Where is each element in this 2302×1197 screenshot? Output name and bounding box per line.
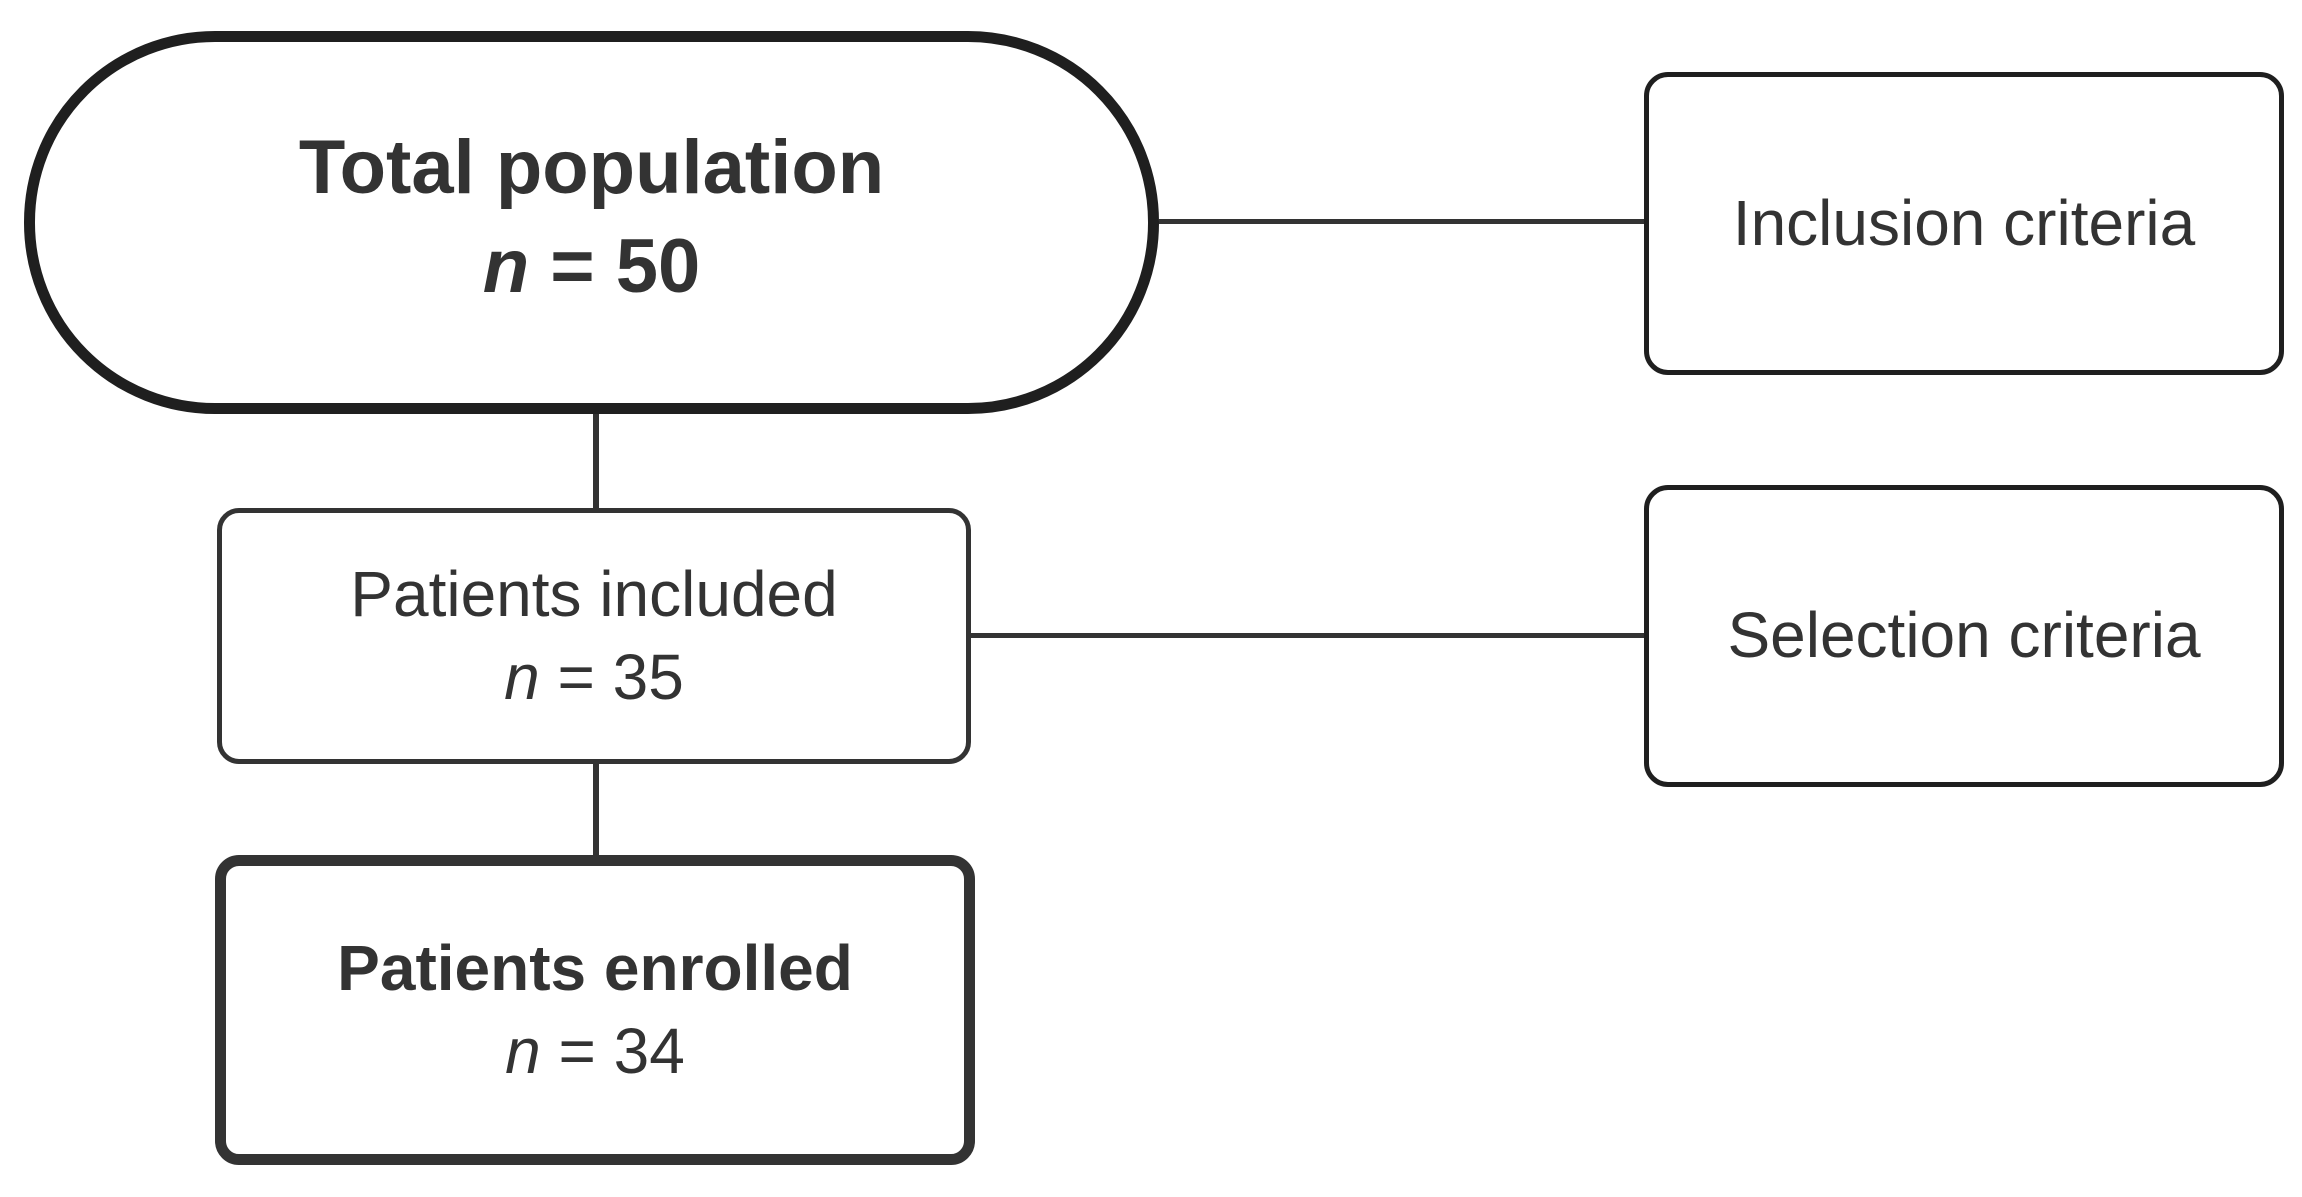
- total-population-node: Total population n = 50: [24, 31, 1159, 414]
- patients-enrolled-count-value: = 34: [540, 1015, 685, 1087]
- total-population-count: n = 50: [483, 218, 701, 317]
- connector-included-to-enrolled: [593, 764, 599, 855]
- selection-criteria-node: Selection criteria: [1644, 485, 2284, 787]
- patients-included-count-value: = 35: [539, 641, 684, 713]
- connector-total-to-included: [593, 414, 599, 508]
- patients-enrolled-n-symbol: n: [505, 1015, 541, 1087]
- patients-included-title: Patients included: [350, 557, 838, 630]
- patients-included-count: n = 35: [504, 636, 684, 719]
- connector-total-to-inclusion: [1159, 219, 1644, 224]
- total-population-title: Total population: [298, 124, 885, 210]
- patients-enrolled-title: Patients enrolled: [337, 931, 853, 1004]
- patients-included-n-symbol: n: [504, 641, 540, 713]
- selection-criteria-label: Selection criteria: [1727, 599, 2201, 672]
- patients-included-node: Patients included n = 35: [217, 508, 971, 764]
- total-population-count-value: = 50: [529, 223, 701, 309]
- connector-included-to-selection: [971, 633, 1644, 638]
- patients-enrolled-count: n = 34: [505, 1010, 685, 1093]
- patients-enrolled-node: Patients enrolled n = 34: [215, 855, 975, 1165]
- inclusion-criteria-node: Inclusion criteria: [1644, 72, 2284, 375]
- inclusion-criteria-label: Inclusion criteria: [1732, 186, 2196, 259]
- total-population-n-symbol: n: [482, 223, 530, 309]
